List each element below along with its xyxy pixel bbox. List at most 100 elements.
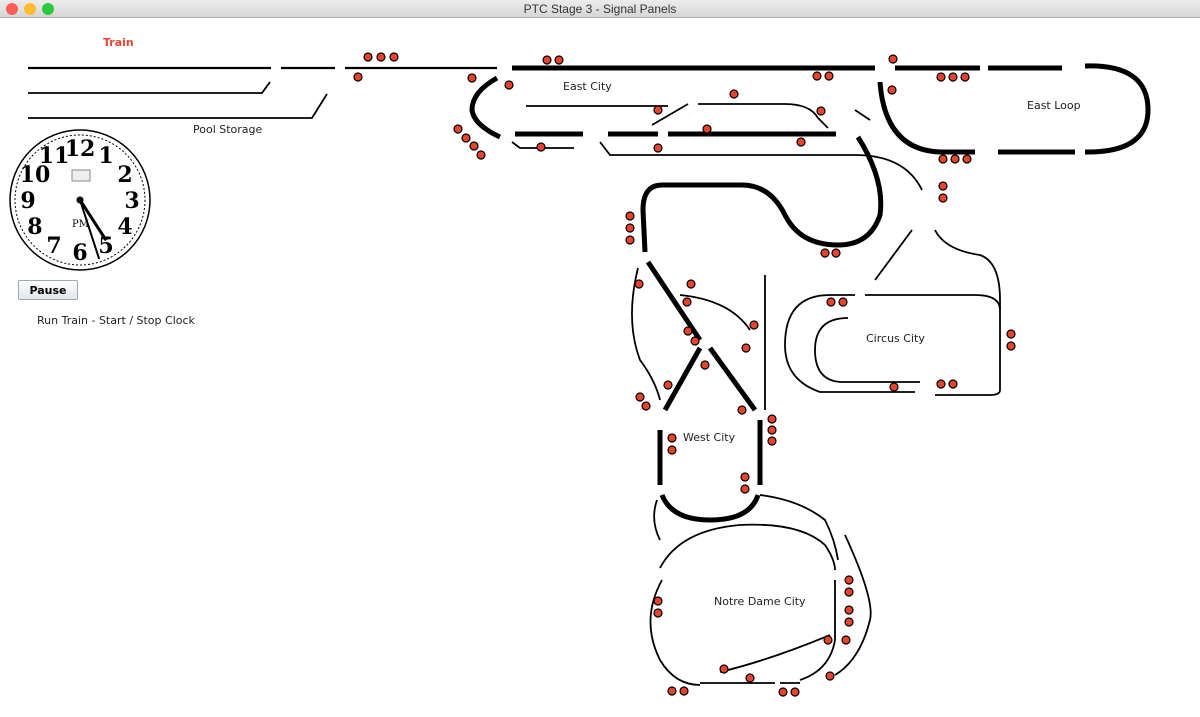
train-label: Train xyxy=(103,36,134,49)
signal-icon[interactable] xyxy=(504,80,514,90)
signal-icon[interactable] xyxy=(635,392,645,402)
signal-icon[interactable] xyxy=(740,484,750,494)
signal-icon[interactable] xyxy=(667,433,677,443)
signal-icon[interactable] xyxy=(700,360,710,370)
signal-icon[interactable] xyxy=(679,686,689,696)
signal-icon[interactable] xyxy=(887,85,897,95)
close-button[interactable] xyxy=(6,3,18,15)
clock-numeral: 5 xyxy=(98,233,113,259)
signal-icon[interactable] xyxy=(749,320,759,330)
signals xyxy=(353,52,1016,697)
signal-icon[interactable] xyxy=(1006,329,1016,339)
signal-icon[interactable] xyxy=(702,124,712,134)
zoom-button[interactable] xyxy=(42,3,54,15)
circus-city-label: Circus City xyxy=(866,332,925,345)
signal-icon[interactable] xyxy=(889,382,899,392)
signal-icon[interactable] xyxy=(389,52,399,62)
west-city-label: West City xyxy=(683,431,736,444)
signal-icon[interactable] xyxy=(936,379,946,389)
minimize-button[interactable] xyxy=(24,3,36,15)
signal-icon[interactable] xyxy=(831,248,841,258)
signal-icon[interactable] xyxy=(1006,341,1016,351)
signal-icon[interactable] xyxy=(960,72,970,82)
signal-icon[interactable] xyxy=(825,671,835,681)
signal-icon[interactable] xyxy=(690,336,700,346)
signal-icon[interactable] xyxy=(625,211,635,221)
signal-icon[interactable] xyxy=(767,425,777,435)
signal-icon[interactable] xyxy=(816,106,826,116)
signal-icon[interactable] xyxy=(625,223,635,233)
signal-icon[interactable] xyxy=(938,193,948,203)
signal-icon[interactable] xyxy=(838,297,848,307)
signal-icon[interactable] xyxy=(461,133,471,143)
signal-icon[interactable] xyxy=(683,326,693,336)
signal-icon[interactable] xyxy=(844,587,854,597)
signal-icon[interactable] xyxy=(938,181,948,191)
signal-icon[interactable] xyxy=(686,279,696,289)
signal-icon[interactable] xyxy=(796,137,806,147)
signal-icon[interactable] xyxy=(653,143,663,153)
occupied-tracks xyxy=(469,63,1151,523)
signal-icon[interactable] xyxy=(641,401,651,411)
signal-icon[interactable] xyxy=(682,297,692,307)
signal-icon[interactable] xyxy=(778,687,788,697)
signal-icon[interactable] xyxy=(667,445,677,455)
east-city-label: East City xyxy=(563,80,612,93)
signal-icon[interactable] xyxy=(667,686,677,696)
signal-icon[interactable] xyxy=(812,71,822,81)
window-title: PTC Stage 3 - Signal Panels xyxy=(523,2,677,16)
signal-icon[interactable] xyxy=(820,248,830,258)
signal-icon[interactable] xyxy=(353,72,363,82)
signal-icon[interactable] xyxy=(888,54,898,64)
clock-numeral: 9 xyxy=(20,188,35,214)
signal-icon[interactable] xyxy=(844,605,854,615)
signal-icon[interactable] xyxy=(453,124,463,134)
clock-numeral: 11 xyxy=(39,143,70,169)
signal-icon[interactable] xyxy=(948,72,958,82)
signal-icon[interactable] xyxy=(741,343,751,353)
signal-icon[interactable] xyxy=(936,72,946,82)
signal-icon[interactable] xyxy=(737,405,747,415)
signal-icon[interactable] xyxy=(767,414,777,424)
pause-button[interactable]: Pause xyxy=(18,280,78,300)
signal-icon[interactable] xyxy=(948,379,958,389)
signal-icon[interactable] xyxy=(826,297,836,307)
signal-icon[interactable] xyxy=(841,635,851,645)
clock-numeral: 8 xyxy=(27,214,42,240)
signal-icon[interactable] xyxy=(467,73,477,83)
clock-numeral: 3 xyxy=(124,188,139,214)
signal-icon[interactable] xyxy=(653,608,663,618)
signal-icon[interactable] xyxy=(824,71,834,81)
signal-icon[interactable] xyxy=(476,150,486,160)
signal-icon[interactable] xyxy=(542,55,552,65)
signal-icon[interactable] xyxy=(376,52,386,62)
signal-icon[interactable] xyxy=(634,279,644,289)
clock-logo xyxy=(71,169,91,182)
signal-icon[interactable] xyxy=(536,142,546,152)
title-bar: PTC Stage 3 - Signal Panels xyxy=(0,0,1200,18)
minute-hand xyxy=(79,199,101,260)
signal-icon[interactable] xyxy=(719,664,729,674)
signal-icon[interactable] xyxy=(740,472,750,482)
signal-icon[interactable] xyxy=(790,687,800,697)
signal-icon[interactable] xyxy=(844,575,854,585)
signal-icon[interactable] xyxy=(625,235,635,245)
signal-icon[interactable] xyxy=(653,596,663,606)
signal-icon[interactable] xyxy=(653,105,663,115)
clock-numeral: 4 xyxy=(117,214,132,240)
signal-icon[interactable] xyxy=(745,673,755,683)
signal-icon[interactable] xyxy=(767,436,777,446)
signal-icon[interactable] xyxy=(938,154,948,164)
signal-icon[interactable] xyxy=(950,154,960,164)
signal-icon[interactable] xyxy=(363,52,373,62)
signal-icon[interactable] xyxy=(554,55,564,65)
signal-icon[interactable] xyxy=(469,141,479,151)
signal-icon[interactable] xyxy=(962,154,972,164)
signal-icon[interactable] xyxy=(663,380,673,390)
signal-icon[interactable] xyxy=(729,89,739,99)
run-train-text: Run Train - Start / Stop Clock xyxy=(37,314,195,327)
signal-icon[interactable] xyxy=(844,617,854,627)
signal-icon[interactable] xyxy=(823,635,833,645)
